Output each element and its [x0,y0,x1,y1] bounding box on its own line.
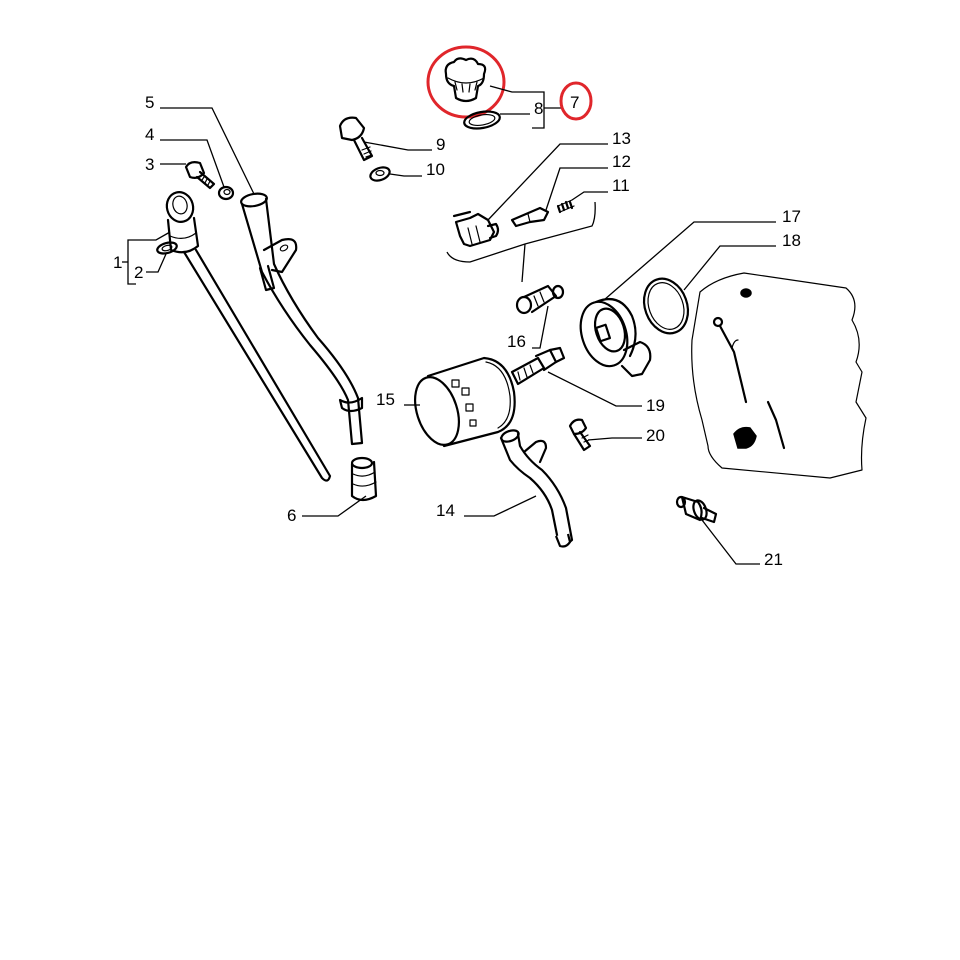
callout-1[interactable]: 1 [113,253,122,272]
highlight-circle-part-7 [426,45,506,119]
part-14-oil-pipe[interactable] [499,428,574,548]
part-2-seal-ring[interactable] [156,241,178,256]
part-4-washer[interactable] [217,185,235,201]
callout-3[interactable]: 3 [145,155,154,174]
part-3-bolt[interactable] [184,161,216,190]
part-20-bolt[interactable] [568,418,592,452]
callout-17[interactable]: 17 [782,207,801,226]
part-1-dipstick[interactable] [164,189,332,482]
callout-21[interactable]: 21 [764,550,783,569]
part-13-connector[interactable] [452,210,500,248]
highlight-circle-label-7 [559,81,593,121]
callout-18[interactable]: 18 [782,231,801,250]
part-10-washer[interactable] [369,165,392,183]
part-5-guide-tube[interactable] [240,192,364,446]
callout-9[interactable]: 9 [436,135,445,154]
leader-lines [122,85,776,565]
callout-16[interactable]: 16 [507,332,526,351]
callout-2[interactable]: 2 [134,263,143,282]
callout-12[interactable]: 12 [612,152,631,171]
part-7-filler-cap[interactable] [444,57,487,103]
part-9-bolt[interactable] [338,116,374,162]
callout-8[interactable]: 8 [534,99,543,118]
part-21-pressure-switch[interactable] [675,495,718,524]
part-19-union[interactable] [510,346,566,386]
part-15-oil-filter[interactable] [407,356,516,450]
callout-15[interactable]: 15 [376,390,395,409]
callout-7[interactable]: 7 [570,93,579,112]
callout-5[interactable]: 5 [145,93,154,112]
callout-10[interactable]: 10 [426,160,445,179]
kit-arrow [521,243,526,283]
part-12-terminal[interactable] [510,206,550,228]
part-17-filter-support[interactable] [573,296,652,378]
callout-20[interactable]: 20 [646,426,665,445]
part-6-grommet[interactable] [350,456,378,502]
part-16-pressure-sender[interactable] [515,284,565,315]
part-18-gasket[interactable] [637,273,696,340]
callout-labels: 1 2 3 4 5 6 7 8 9 10 11 12 13 14 15 16 1… [113,93,801,569]
callout-13[interactable]: 13 [612,129,631,148]
part-8-gasket[interactable] [463,109,501,131]
callout-11[interactable]: 11 [612,176,630,195]
callout-4[interactable]: 4 [145,125,154,144]
part-11-spring[interactable] [556,199,575,214]
callout-14[interactable]: 14 [436,501,455,520]
engine-block-outline [691,272,867,479]
callout-19[interactable]: 19 [646,396,665,415]
callout-6[interactable]: 6 [287,506,296,525]
